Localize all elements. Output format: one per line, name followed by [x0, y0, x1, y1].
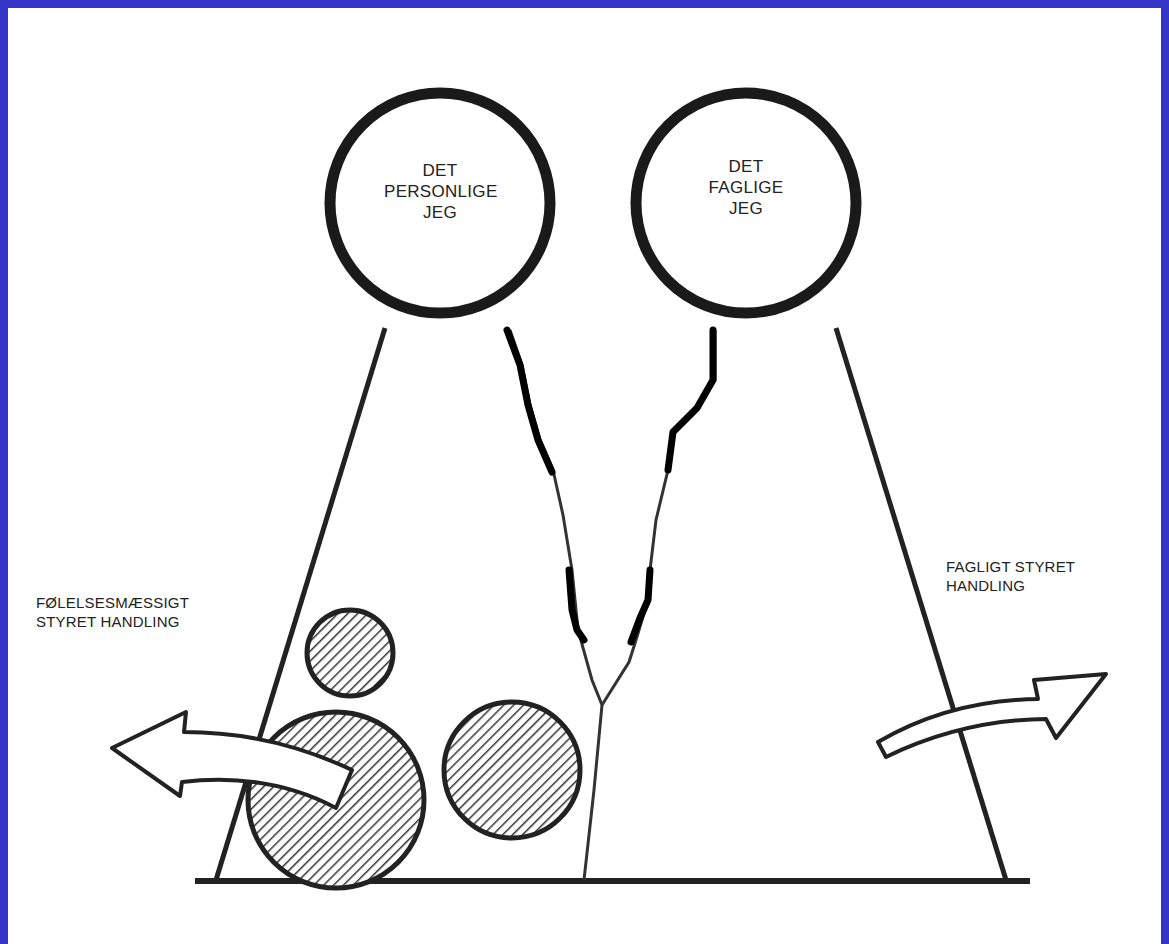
circle-label: DET PERSONLIGE JEG [384, 160, 496, 223]
circle-label: DET FAGLIGE JEG [700, 156, 792, 219]
ego-circle: DET FAGLIGE JEG [630, 87, 862, 319]
hatched-circle [444, 702, 580, 838]
trapezoid-side [836, 328, 1006, 880]
text-group: DET PERSONLIGE JEG [384, 160, 496, 223]
marker-stroke [668, 330, 713, 470]
action-label: FØLELSESMÆSSIGT STYRET HANDLING [36, 593, 211, 631]
page-background [8, 8, 1161, 944]
text-group: DET FAGLIGE JEG [700, 156, 792, 219]
marker-stroke [569, 570, 584, 640]
middle-line [602, 330, 715, 705]
ego-circle: DET PERSONLIGE JEG [324, 87, 556, 319]
hatched-circle [307, 610, 393, 696]
marker-stroke [507, 330, 552, 472]
action-arrow [878, 674, 1106, 757]
marker-stroke [631, 570, 650, 642]
action-label: FAGLIGT STYRET HANDLING [946, 557, 1091, 595]
action-arrow [112, 712, 352, 808]
